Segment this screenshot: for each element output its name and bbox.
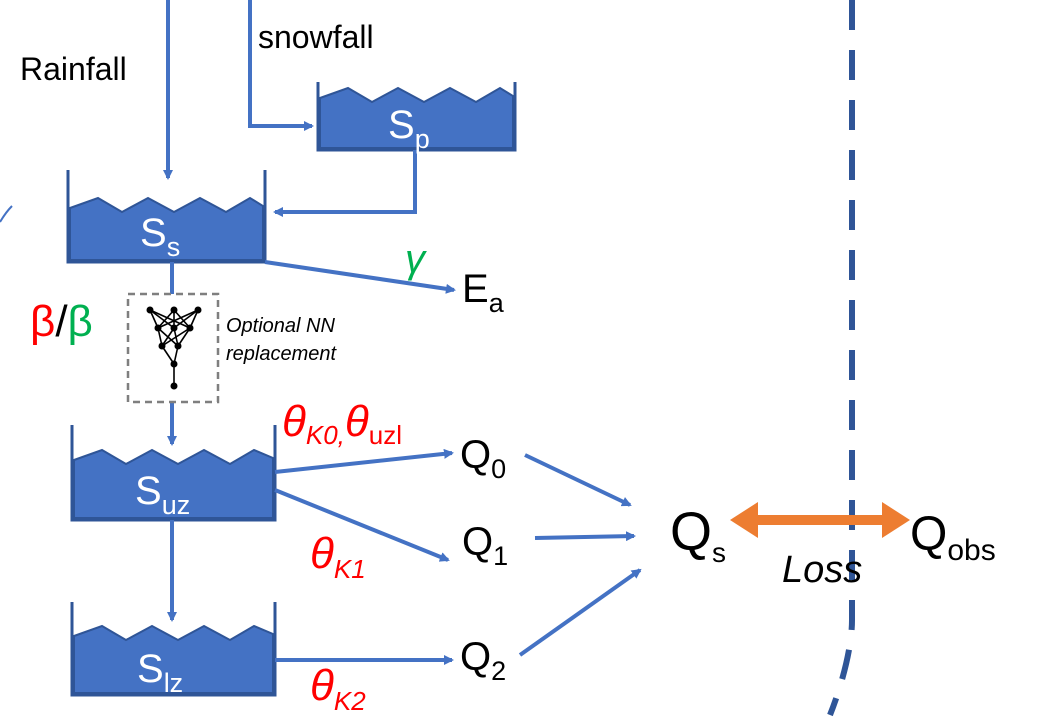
rainfall-label: Rainfall	[20, 51, 127, 87]
nn-note-line1: Optional NN	[226, 315, 335, 337]
store-sp-label: Sp	[388, 103, 430, 154]
store-ss-label: Ss	[140, 211, 180, 262]
evap-arrow	[264, 260, 456, 294]
q2-qs-arrow	[518, 568, 642, 657]
snowfall-arrow	[248, 0, 314, 131]
bucket-ss	[66, 170, 267, 264]
q1-arrow	[274, 488, 450, 562]
qs-label: Qs	[670, 502, 726, 568]
loss-arrow	[730, 502, 910, 538]
theta-k2-param: θK2	[310, 661, 366, 716]
bucket-slz	[70, 602, 277, 697]
store-slz-label: Slz	[137, 647, 183, 698]
nn-replacement-box	[126, 292, 220, 404]
q0-label: Q0	[460, 433, 506, 484]
beta-param: β/β	[30, 297, 93, 346]
nn-note-line2: replacement	[226, 343, 338, 365]
ea-label: Ea	[462, 267, 505, 318]
snowfall-label: snowfall	[258, 19, 374, 55]
q0-arrow	[274, 448, 454, 474]
neural-network-icon	[149, 309, 199, 386]
q2-label: Q2	[460, 635, 506, 686]
q1-qs-arrow	[534, 531, 636, 542]
loss-label: Loss	[782, 549, 862, 591]
left-edge-arc	[0, 205, 13, 223]
store-suz-label: Suz	[135, 469, 190, 520]
gamma-param: γ	[405, 237, 427, 281]
boundary-dashed-line	[827, 0, 855, 717]
q0-qs-arrow	[524, 453, 632, 507]
theta-k1-param: θK1	[310, 529, 366, 584]
q1-label: Q1	[462, 520, 508, 571]
melt-arrow	[273, 150, 417, 217]
theta-k0-uzl-param: θK0,θuzl	[282, 397, 402, 450]
qobs-label: Qobs	[910, 508, 996, 567]
